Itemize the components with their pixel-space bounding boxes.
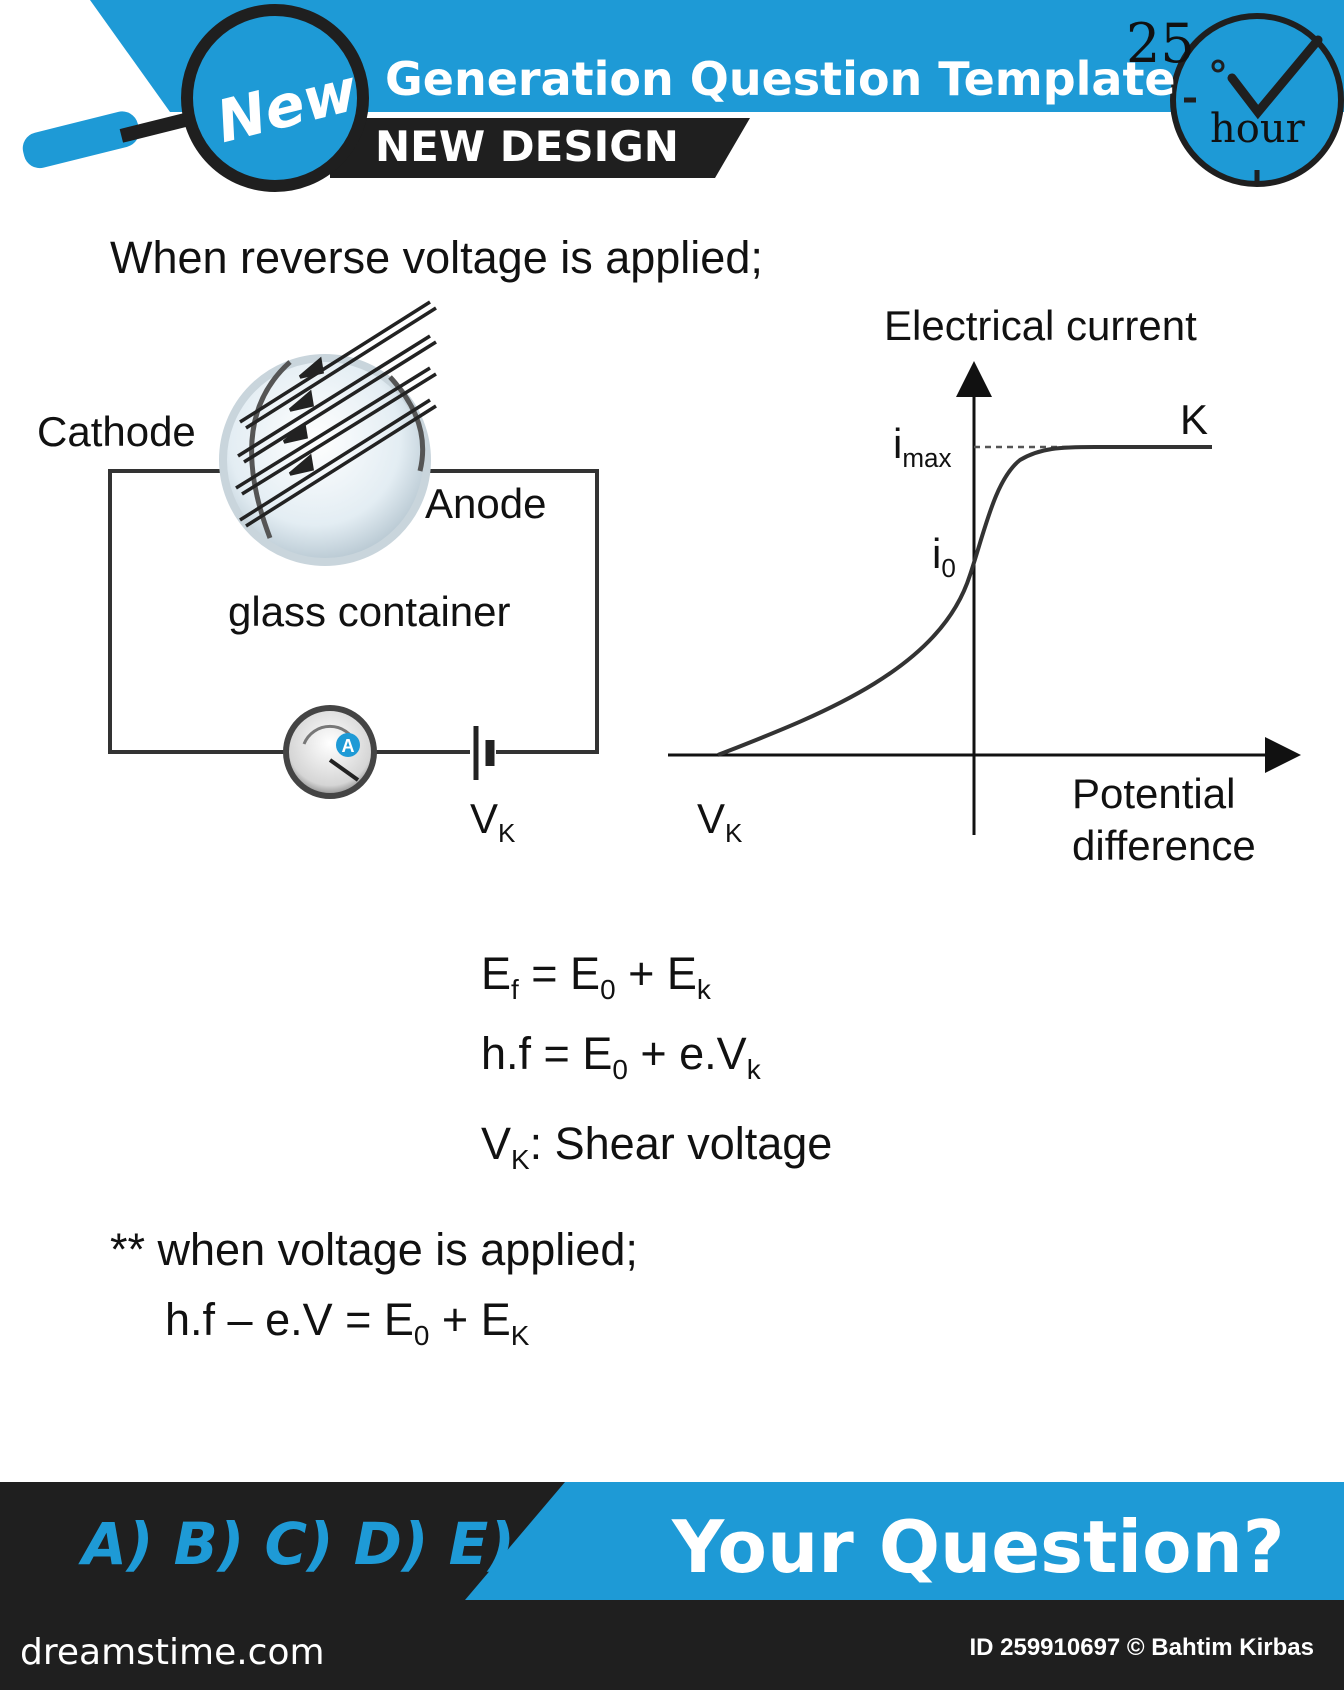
ammeter-icon: A <box>283 705 377 799</box>
equation-1: Ef = E0 + Ek <box>481 948 711 1005</box>
footer-graphic <box>0 1482 1344 1690</box>
anode-label: Anode <box>425 480 547 527</box>
x-axis-label-line2: difference <box>1072 822 1256 869</box>
magnifier-icon <box>22 4 369 192</box>
note-equation: h.f – e.V = E0 + EK <box>165 1294 530 1351</box>
imax-label: imax <box>893 420 952 474</box>
i0-label: i0 <box>932 530 956 584</box>
header-graphic <box>22 0 1344 192</box>
glass-container-label: glass container <box>228 588 511 635</box>
answer-options: A) B) C) D) E) <box>82 1510 515 1578</box>
circuit-voltage-label: VK <box>470 795 516 849</box>
ammeter-symbol: A <box>342 736 355 756</box>
x-axis-label-line1: Potential <box>1072 770 1236 817</box>
question-prompt: Your Question? <box>672 1505 1285 1589</box>
intro-text: When reverse voltage is applied; <box>110 232 763 283</box>
cathode-plate <box>249 360 292 539</box>
equation-2: h.f = E0 + e.Vk <box>481 1028 761 1085</box>
current-curve <box>717 445 1212 757</box>
current-voltage-graph <box>668 361 1301 835</box>
clock-unit: hour <box>1210 106 1305 152</box>
clock-check-icon <box>1170 13 1344 187</box>
y-axis-label: Electrical current <box>884 302 1197 349</box>
cathode-label: Cathode <box>37 408 196 455</box>
clock-number: 25 <box>1126 12 1195 75</box>
header-title: Generation Question Template <box>385 52 1176 106</box>
note-heading: ** when voltage is applied; <box>110 1224 638 1275</box>
image-credit: ID 259910697 © Bahtim Kirbas <box>969 1634 1314 1661</box>
battery-icon <box>473 726 495 780</box>
curve-end-label: K <box>1180 396 1209 443</box>
brand-watermark: dreamstime.com <box>20 1632 325 1673</box>
equation-3: VK: Shear voltage <box>481 1118 833 1175</box>
light-ray-arrow-icon <box>235 300 437 528</box>
header-subtitle: NEW DESIGN <box>375 122 679 171</box>
graph-vk-label: VK <box>697 795 743 849</box>
circuit-diagram: A <box>108 300 599 799</box>
